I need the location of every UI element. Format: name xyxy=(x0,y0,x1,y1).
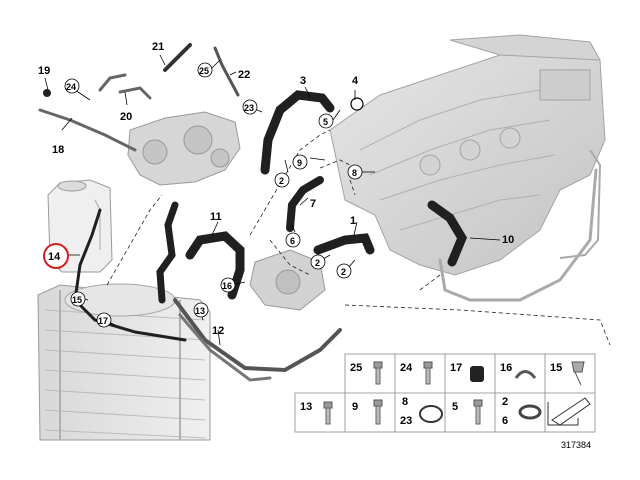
callout-2b: 2 xyxy=(315,258,320,268)
callout-2a: 2 xyxy=(279,176,284,186)
callout-12: 12 xyxy=(212,325,224,337)
water-pump xyxy=(249,249,326,311)
callout-2a-circle xyxy=(274,172,290,188)
leader-lines xyxy=(106,129,611,346)
callout-10: 10 xyxy=(502,234,514,246)
legend-16: 16 xyxy=(500,362,512,374)
legend-5: 5 xyxy=(452,401,458,413)
callout-15-circle xyxy=(70,291,86,307)
callout-2c: 2 xyxy=(341,267,346,277)
legend-13: 13 xyxy=(300,401,312,413)
callout-2b-circle xyxy=(310,254,326,270)
callout-8-circle xyxy=(347,164,363,180)
callout-5a-circle xyxy=(318,113,334,129)
callout-14-highlight xyxy=(43,243,69,269)
callout-9-circle xyxy=(292,154,308,170)
callout-21: 21 xyxy=(152,41,164,53)
callout-25-circle xyxy=(197,62,213,78)
engine-block xyxy=(329,34,606,276)
callout-13-circle xyxy=(193,302,209,318)
callout-2c-circle xyxy=(336,263,352,279)
callout-20: 20 xyxy=(120,111,132,123)
callout-17: 17 xyxy=(98,316,108,326)
legend-9: 9 xyxy=(352,401,358,413)
callout-18: 18 xyxy=(52,144,64,156)
turbo-manifold xyxy=(127,111,241,186)
legend-8: 8 xyxy=(402,396,408,408)
callout-19: 19 xyxy=(38,65,50,77)
legend-23: 23 xyxy=(400,415,412,427)
callout-6-circle xyxy=(285,232,301,248)
callout-3: 3 xyxy=(300,75,306,87)
callout-14: 14 xyxy=(48,251,61,263)
legend-24: 24 xyxy=(400,362,413,374)
callout-16: 16 xyxy=(222,281,232,291)
callout-16-circle xyxy=(220,277,236,293)
callout-15: 15 xyxy=(72,295,82,305)
legend-6: 6 xyxy=(502,415,508,427)
callout-23-circle xyxy=(242,99,258,115)
legend-15: 15 xyxy=(550,362,562,374)
callout-24: 24 xyxy=(66,82,76,92)
callout-17-circle xyxy=(96,312,112,328)
callout-4: 4 xyxy=(352,75,359,87)
legend-2: 2 xyxy=(502,396,508,408)
callout-22: 22 xyxy=(238,69,250,81)
radiator xyxy=(37,283,211,441)
legend-25: 25 xyxy=(350,362,362,374)
callout-24-circle xyxy=(64,78,80,94)
callout-7: 7 xyxy=(310,198,316,210)
part-19-shape xyxy=(43,89,51,97)
legend-17: 17 xyxy=(450,362,462,374)
callout-1: 1 xyxy=(350,215,356,227)
callout-11: 11 xyxy=(210,211,222,223)
callout-13: 13 xyxy=(195,306,205,316)
parts-legend: 25 24 17 16 15 13 9 8 23 5 2 6 xyxy=(294,353,596,433)
callout-23: 23 xyxy=(244,103,254,113)
callout-6: 6 xyxy=(290,236,295,246)
callout-5a: 5 xyxy=(323,117,328,127)
callout-9: 9 xyxy=(297,158,302,168)
callout-8: 8 xyxy=(352,168,357,178)
callout-25: 25 xyxy=(199,66,209,76)
callouts: 19 24 18 20 21 25 22 23 3 4 5 9 8 2 7 6 … xyxy=(38,41,514,337)
clamp-4-shape xyxy=(350,97,364,111)
reference-number: 317384 xyxy=(561,440,591,450)
